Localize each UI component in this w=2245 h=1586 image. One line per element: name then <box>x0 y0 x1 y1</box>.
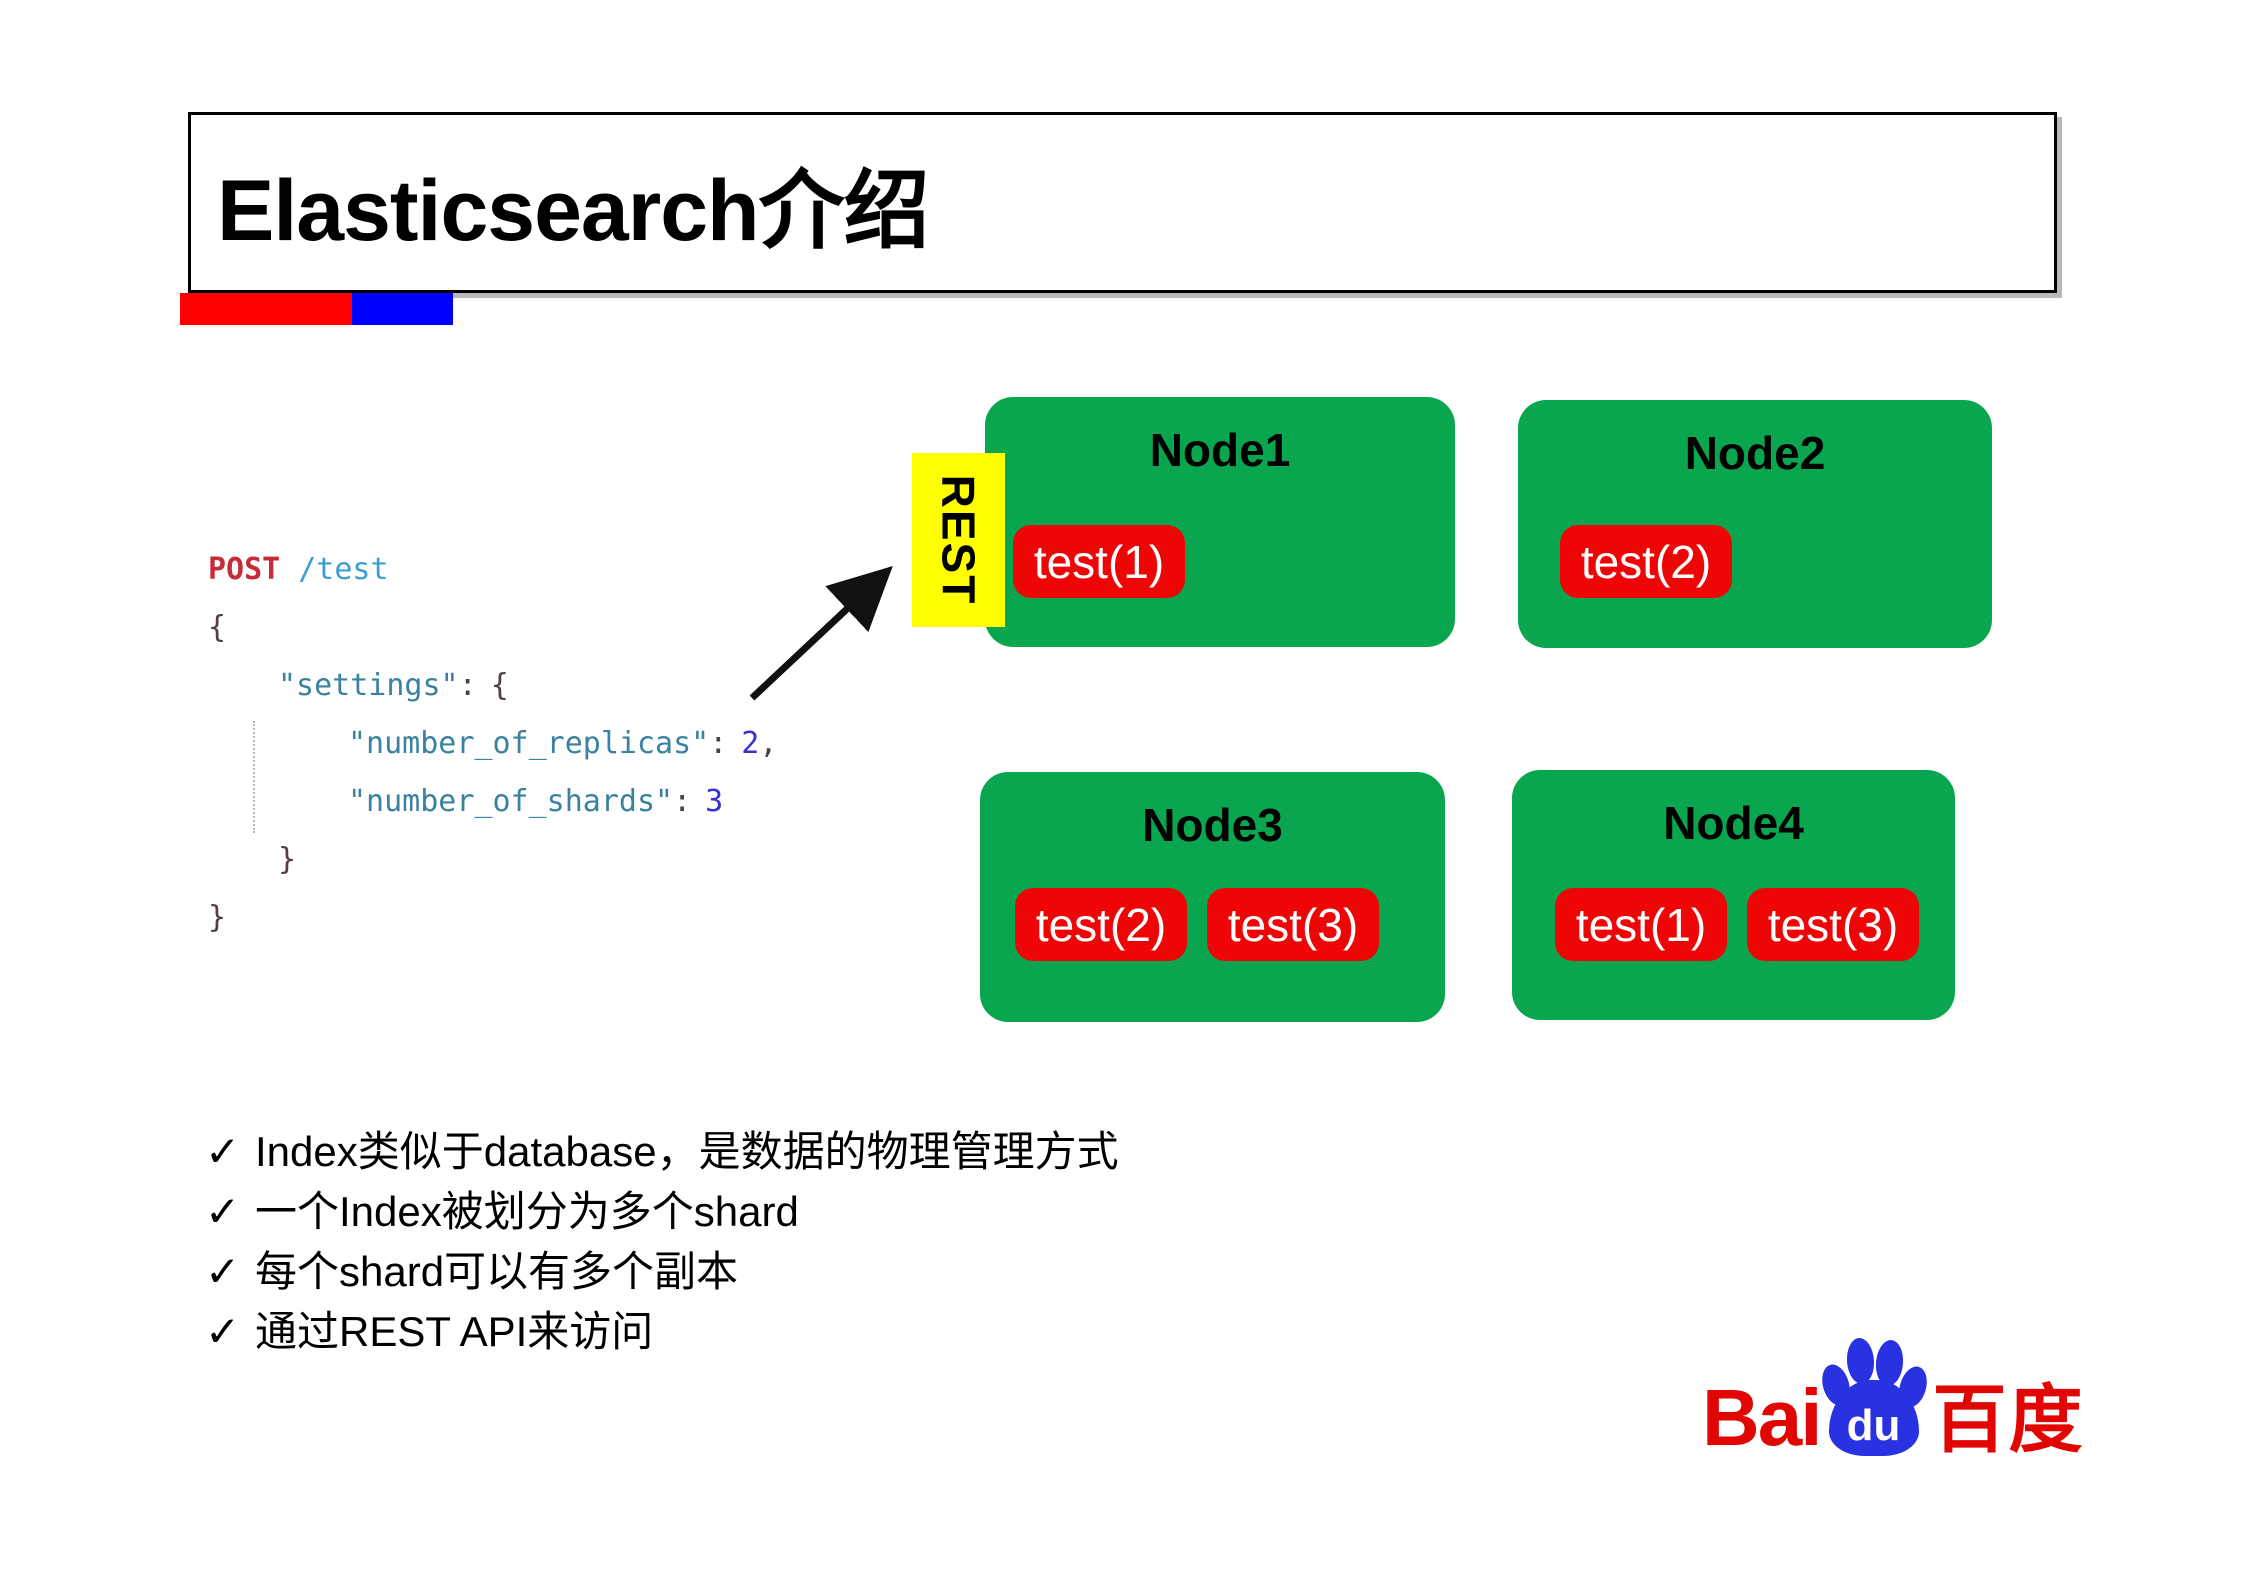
check-icon: ✓ <box>205 1308 241 1355</box>
code-line: { <box>208 610 227 645</box>
code-line: "number_of_shards":3 <box>348 784 724 819</box>
page-title: Elasticsearch介绍 <box>217 163 930 259</box>
node-box-1: Node1 test(1) <box>985 397 1455 647</box>
code-line: POST/test <box>208 541 848 599</box>
list-item: ✓ 通过REST API来访问 <box>205 1302 1119 1362</box>
arrow-icon <box>749 566 893 701</box>
bullet-text: 一个Index被划分为多个shard <box>255 1188 799 1235</box>
check-icon: ✓ <box>205 1188 241 1235</box>
node-title: Node1 <box>1149 424 1291 476</box>
code-block: POST/test { "settings":{ "number_of_repl… <box>208 541 848 947</box>
paw-toe <box>1844 1337 1876 1385</box>
list-item: ✓ Index类似于database，是数据的物理管理方式 <box>205 1122 1119 1182</box>
list-item: ✓ 一个Index被划分为多个shard <box>205 1182 1119 1242</box>
check-icon: ✓ <box>205 1248 241 1295</box>
accent-bar-blue <box>352 293 453 325</box>
node-box-4: Node4 test(1) test(3) <box>1512 770 1955 1020</box>
baidu-paw-icon: du <box>1817 1337 1931 1456</box>
rest-label: REST <box>932 474 985 606</box>
shard-badge: test(3) <box>1747 888 1919 961</box>
baidu-logo-du-text: du <box>1846 1401 1901 1450</box>
indent-guide <box>253 721 255 833</box>
list-item: ✓ 每个shard可以有多个副本 <box>205 1242 1119 1302</box>
shard-badge: test(3) <box>1207 888 1379 961</box>
shard-badge: test(2) <box>1560 525 1732 598</box>
code-line: } <box>208 900 227 935</box>
check-icon: ✓ <box>205 1128 241 1175</box>
node-box-3: Node3 test(2) test(3) <box>980 772 1445 1022</box>
code-line: } <box>278 842 297 877</box>
node-title: Node4 <box>1663 797 1804 849</box>
http-method: POST <box>208 552 281 587</box>
baidu-logo: Bai du 百度 <box>1702 1332 2085 1462</box>
request-url: /test <box>298 552 389 587</box>
shard-badge: test(1) <box>1555 888 1727 961</box>
baidu-logo-bai-text: Bai <box>1702 1373 1822 1462</box>
bullet-text: Index类似于database，是数据的物理管理方式 <box>255 1128 1119 1175</box>
bullet-text: 每个shard可以有多个副本 <box>255 1248 739 1295</box>
node-title: Node2 <box>1684 427 1826 479</box>
shard-badge: test(1) <box>1013 525 1185 598</box>
baidu-logo-cn-text: 百度 <box>1932 1378 2085 1461</box>
code-line: "number_of_replicas":2, <box>348 726 778 761</box>
paw-pad: du <box>1828 1380 1919 1456</box>
node-box-2: Node2 test(2) <box>1518 400 1992 648</box>
code-line: "settings":{ <box>278 668 509 703</box>
title-box: Elasticsearch介绍 <box>188 112 2057 293</box>
bullet-list: ✓ Index类似于database，是数据的物理管理方式 ✓ 一个Index被… <box>205 1122 1119 1362</box>
node-title: Node3 <box>1142 799 1283 851</box>
bullet-text: 通过REST API来访问 <box>255 1308 654 1355</box>
rest-api-tag: REST <box>912 453 1005 627</box>
shard-badge: test(2) <box>1015 888 1187 961</box>
accent-bar-red <box>180 293 352 325</box>
